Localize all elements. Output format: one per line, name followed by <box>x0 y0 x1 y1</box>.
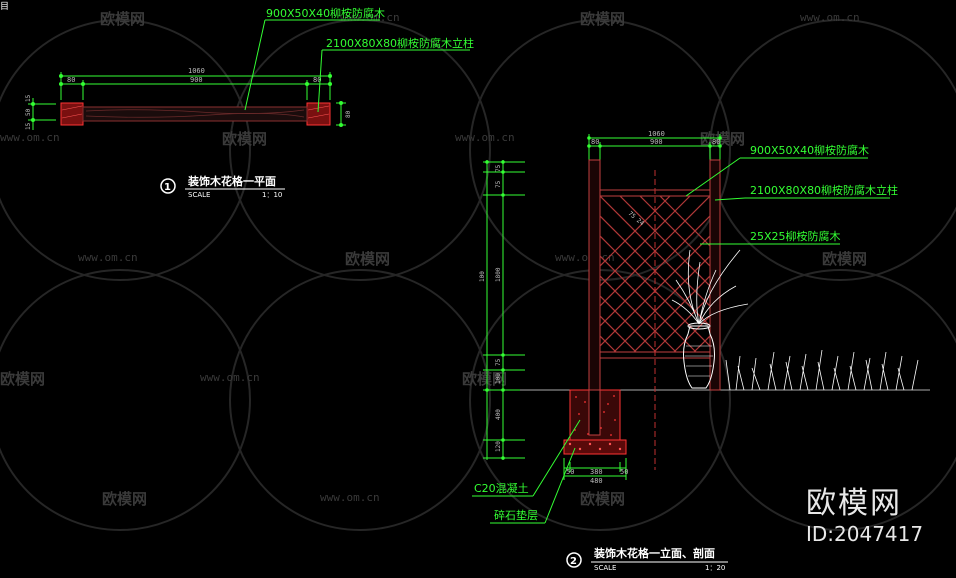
watermark-url: www.om.cn <box>800 11 860 24</box>
elev-base-total: 480 <box>590 477 603 485</box>
elev-base-dim: 50 <box>566 468 574 476</box>
elev-label-post: 2100X80X80柳桉防腐木立柱 <box>750 183 898 197</box>
elev-base-dim: 380 <box>590 468 603 476</box>
plan-label-post: 2100X80X80柳桉防腐木立柱 <box>326 36 474 50</box>
brand-logo-text: 欧模网 <box>806 486 902 521</box>
elev-label-gravel: 碎石垫层 <box>494 508 538 522</box>
vase-illustration <box>671 249 749 389</box>
plan-view: 1060 900 80 80 80 15 50 15 900X50X40柳桉防腐… <box>25 6 474 199</box>
watermark-logo: 欧模网 <box>102 490 147 508</box>
plan-title-number: 1 <box>164 182 171 193</box>
plan-title-marker <box>160 178 176 194</box>
corner-mark: 目 <box>0 1 9 12</box>
plan-dim-left-a: 15 <box>25 94 32 102</box>
elev-label-beam: 900X50X40柳桉防腐木 <box>750 143 869 157</box>
elev-vdim: 120 <box>495 441 502 452</box>
watermark-logo: 欧模网 <box>462 370 507 388</box>
watermark-logo: 欧模网 <box>222 130 267 148</box>
elev-vdim: 75 <box>495 164 502 172</box>
plan-label-beam: 900X50X40柳桉防腐木 <box>266 6 385 20</box>
plan-title: 装饰木花格一平面 <box>187 174 276 188</box>
plan-dim-total: 1060 <box>188 67 205 75</box>
elev-dim-total: 1060 <box>648 130 665 138</box>
watermark-circles <box>0 19 956 531</box>
elev-dim-inner: 900 <box>650 138 663 146</box>
elev-title: 装饰木花格一立面、剖面 <box>593 546 715 560</box>
watermark-url: www.om.cn <box>340 11 400 24</box>
elev-title-marker <box>566 552 582 568</box>
elev-label-slat: 25X25柳桉防腐木 <box>750 229 841 243</box>
elev-dim-right: 80 <box>712 138 720 146</box>
watermark-logo: 欧模网 <box>100 10 145 28</box>
elev-post-left <box>588 159 601 391</box>
plan-dim-right: 80 <box>313 76 321 84</box>
watermark-logo: 欧模网 <box>822 250 867 268</box>
elevation-view: 75 75 1800 75 100 400 120 100 1060 900 8… <box>472 130 930 572</box>
watermark-logo: 欧模网 <box>580 10 625 28</box>
plan-dim-inner: 900 <box>190 76 203 84</box>
watermark-texts: 欧模网 www.om.cn 欧模网 www.om.cn www.om.cn 欧模… <box>0 10 867 508</box>
elev-vdim: 75 <box>495 358 502 366</box>
plan-dim-left: 80 <box>67 76 75 84</box>
elev-dim-left: 80 <box>591 138 599 146</box>
watermark-logo: 欧模网 <box>345 250 390 268</box>
elev-footing-speckle <box>574 395 616 436</box>
plan-scale-value: 1：10 <box>262 191 282 199</box>
plan-dim-left-c: 15 <box>25 122 32 130</box>
elev-post-right <box>709 159 721 391</box>
elev-title-number: 2 <box>570 556 577 567</box>
watermark-url: www.om.cn <box>320 491 380 504</box>
elev-base-dim: 50 <box>620 468 628 476</box>
elev-vdim: 400 <box>495 409 502 420</box>
plan-dim-side: 80 <box>345 110 352 118</box>
plan-dim-left-b: 50 <box>25 108 32 116</box>
watermark-url: www.om.cn <box>200 371 260 384</box>
elev-post-embed <box>588 389 601 436</box>
grass-illustration <box>725 349 919 391</box>
watermark-logo: 欧模网 <box>700 130 745 148</box>
elev-vdim: 100 <box>479 271 486 282</box>
elev-label-concrete: C20混凝土 <box>474 481 529 495</box>
plan-dimension-ticks <box>31 74 343 127</box>
watermark-url: www.om.cn <box>455 131 515 144</box>
elev-scale-label: SCALE <box>594 564 616 572</box>
brand-id: ID:2047417 <box>806 522 924 546</box>
elev-vdim: 100 <box>495 373 502 384</box>
watermark-url: www.om.cn <box>78 251 138 264</box>
watermark-logo: 欧模网 <box>580 490 625 508</box>
elev-vdim: 1800 <box>495 267 502 282</box>
elev-vdim: 75 <box>495 180 502 188</box>
elev-scale-value: 1：20 <box>705 564 725 572</box>
plan-scale-label: SCALE <box>188 191 210 199</box>
watermark-url: www.om.cn <box>0 131 60 144</box>
watermark-logo: 欧模网 <box>0 370 45 388</box>
